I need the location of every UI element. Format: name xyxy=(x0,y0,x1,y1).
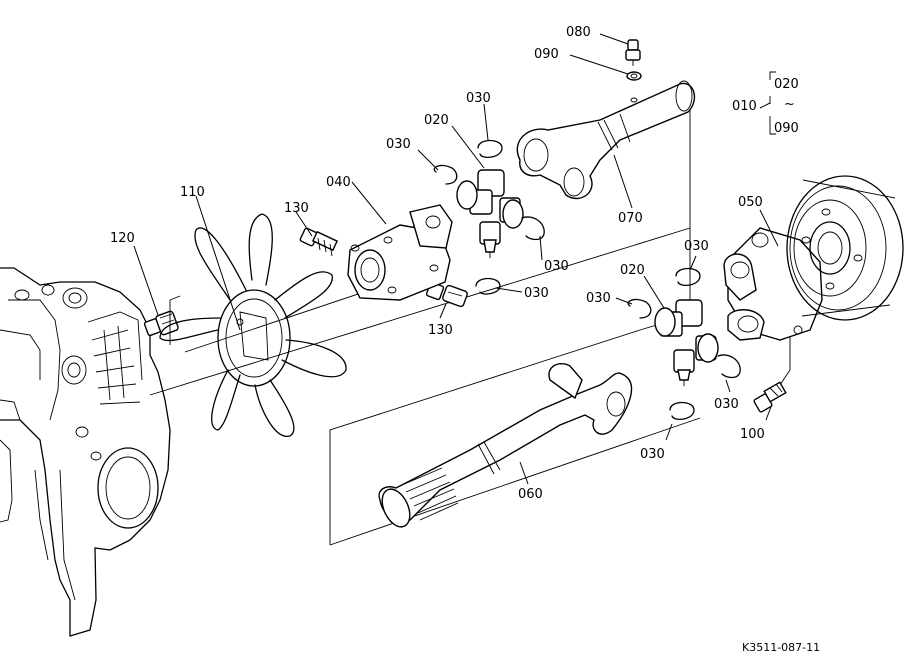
plug-120 xyxy=(143,310,179,337)
legend-tilde: ~ xyxy=(784,97,795,112)
callout-070: 070 xyxy=(618,211,643,226)
grease-nipple-080 xyxy=(625,39,641,66)
callout-030-top: 030 xyxy=(466,91,491,106)
flange-yoke-050 xyxy=(723,227,823,341)
callout-110: 110 xyxy=(180,185,205,200)
circlip-030-top xyxy=(433,139,545,295)
cooling-fan-110 xyxy=(159,213,347,437)
callout-080: 080 xyxy=(566,25,591,40)
callout-030-upper-left: 030 xyxy=(386,137,411,152)
bolt-130-upper xyxy=(299,227,339,257)
callout-040: 040 xyxy=(326,175,351,190)
legend-main: 010 xyxy=(732,99,757,114)
callout-030-right-bottom: 030 xyxy=(714,397,739,412)
callout-060: 060 xyxy=(518,487,543,502)
callout-030-right-left: 030 xyxy=(586,291,611,306)
legend-bottom: 090 xyxy=(774,121,799,136)
propeller-shaft-060 xyxy=(378,362,633,528)
callout-030-right-top: 030 xyxy=(684,239,709,254)
legend-top: 020 xyxy=(774,77,799,92)
leader-lines xyxy=(133,33,779,485)
callout-100: 100 xyxy=(740,427,765,442)
flange-yoke-040 xyxy=(347,204,453,301)
callout-120: 120 xyxy=(110,231,135,246)
callout-090: 090 xyxy=(534,47,559,62)
callout-050: 050 xyxy=(738,195,763,210)
callout-130-lower: 130 xyxy=(428,323,453,338)
universal-joint-cross-020-right xyxy=(654,299,719,386)
universal-joint-cross-020-top xyxy=(456,169,524,258)
transmission-housing xyxy=(0,267,171,637)
propeller-shaft-070 xyxy=(516,80,696,200)
washer-090 xyxy=(626,71,642,81)
callout-030-lower-ring: 030 xyxy=(524,286,549,301)
pulley-flange xyxy=(786,175,904,321)
callout-030-bottom: 030 xyxy=(640,447,665,462)
callout-labels: 080 090 030 020 030 040 110 130 120 070 … xyxy=(110,25,820,654)
callout-030-right-mid: 030 xyxy=(544,259,569,274)
drawing-code: K3511-087-11 xyxy=(742,641,820,654)
bolt-100 xyxy=(753,381,787,413)
callout-020-right: 020 xyxy=(620,263,645,278)
callout-020-top: 020 xyxy=(424,113,449,128)
callout-130-upper: 130 xyxy=(284,201,309,216)
legend-bracket xyxy=(769,71,776,135)
